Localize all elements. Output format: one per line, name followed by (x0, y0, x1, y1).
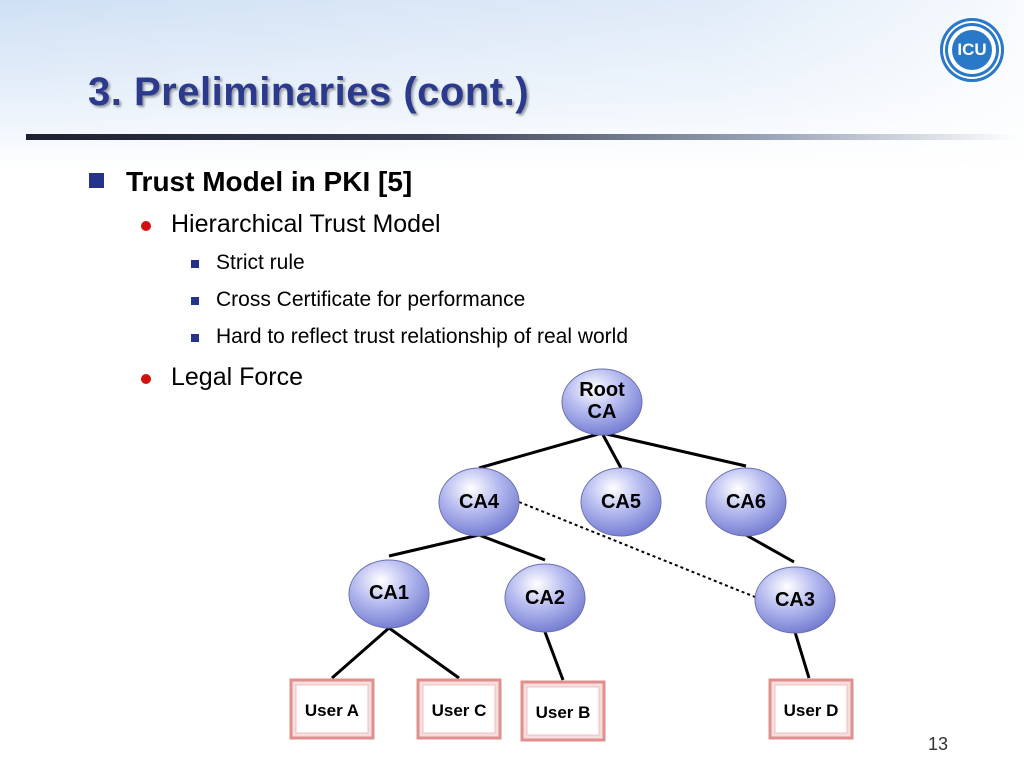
bullet-dot-icon (141, 374, 151, 384)
node-ca1 (348, 559, 430, 629)
edge-ca4-ca2 (478, 533, 546, 562)
node-label-root-line2: CA (587, 401, 617, 423)
edge-root-ca6 (601, 431, 747, 468)
user-label-d: User D (783, 701, 839, 720)
node-label-ca3: CA3 (774, 589, 815, 611)
node-label-ca6: CA6 (725, 491, 766, 513)
user-label-c: User C (431, 701, 487, 720)
bullet-cross-certificate: Cross Certificate for performance (216, 288, 526, 311)
edge-ca1-userc (388, 626, 460, 680)
bullet-small-square-icon (191, 297, 199, 305)
edge-ca4-ca1 (388, 533, 480, 558)
bullet-hierarchical: Hierarchical Trust Model (171, 210, 441, 238)
bullet-trust-model: Trust Model in PKI [5] (126, 166, 413, 197)
edge-root-ca5 (600, 432, 623, 469)
bullet-legal-force: Legal Force (171, 363, 304, 391)
edge-ca6-ca3 (745, 533, 795, 564)
edge-ca3-userd (793, 631, 811, 679)
node-ca6 (705, 467, 787, 537)
title-underline (26, 134, 1016, 140)
node-label-root: Root CA (562, 379, 642, 423)
icu-logo: ICU (940, 18, 1004, 82)
node-ca3 (754, 566, 836, 634)
logo-text: ICU (952, 30, 992, 70)
bullet-dot-icon (141, 221, 151, 231)
slide-title: 3. Preliminaries (cont.) (88, 70, 530, 114)
node-ca4 (438, 467, 520, 537)
node-label-ca5: CA5 (600, 491, 641, 513)
edge-ca1-usera (331, 626, 390, 680)
page-number: 13 (928, 734, 949, 754)
edge-ca2-userb (543, 631, 565, 681)
user-label-a: User A (304, 701, 360, 720)
node-label-ca2: CA2 (524, 587, 565, 609)
node-root-ca (561, 368, 643, 436)
bullet-square-icon (89, 173, 104, 188)
cross-certificate-edge (518, 501, 756, 598)
tree-edges (331, 431, 811, 681)
node-ca2 (504, 563, 586, 633)
node-label-ca4: CA4 (458, 491, 499, 513)
node-ca5 (580, 467, 662, 537)
bullet-small-square-icon (191, 334, 199, 342)
bullet-hard-to-reflect: Hard to reflect trust relationship of re… (216, 325, 629, 348)
user-label-b: User B (535, 703, 591, 722)
node-label-ca1: CA1 (368, 582, 409, 604)
edge-root-ca4 (478, 431, 603, 470)
node-label-root-line1: Root (579, 379, 625, 401)
bullet-small-square-icon (191, 260, 199, 268)
bullet-strict-rule: Strict rule (216, 251, 305, 274)
header-gradient-overlay (0, 0, 1024, 170)
user-boxes (289, 678, 854, 742)
